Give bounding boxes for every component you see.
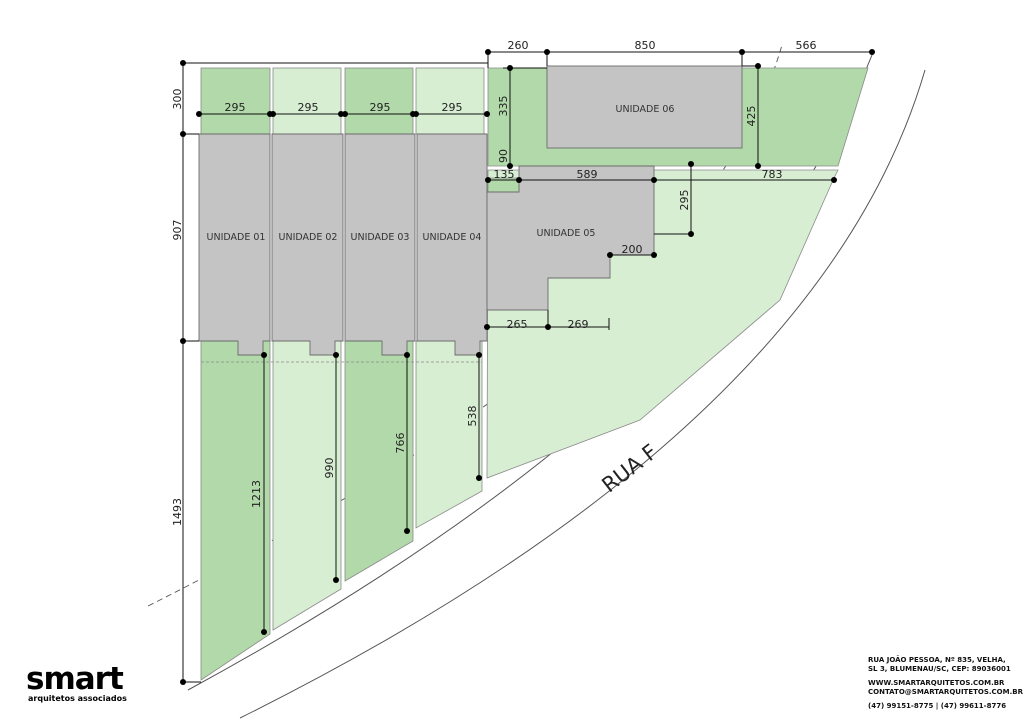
address-line-2: SL 3, BLUMENAU/SC, CEP: 89036001 xyxy=(868,665,1011,673)
dim-h-783: 783 xyxy=(762,168,783,181)
building-unit-01 xyxy=(198,133,271,356)
dim-top-566: 566 xyxy=(796,39,817,52)
dim-w4-295: 295 xyxy=(442,101,463,114)
dim-h-589: 589 xyxy=(577,168,598,181)
unit-04-label: UNIDADE 04 xyxy=(423,232,482,243)
dim-h-269: 269 xyxy=(568,318,589,331)
dim-top-260: 260 xyxy=(508,39,529,52)
lot-02-rear xyxy=(272,67,342,135)
building-unit-04 xyxy=(416,133,488,356)
lot-03-front xyxy=(344,340,414,582)
lot-01-front xyxy=(200,340,271,681)
lot-04-rear xyxy=(415,67,485,135)
street-edge-outer xyxy=(239,69,926,719)
dim-h-200: 200 xyxy=(622,243,643,256)
logo-subtitle: arquitetos associados xyxy=(28,694,127,703)
dim-lot4-538: 538 xyxy=(466,406,479,427)
dim-lot1-1213: 1213 xyxy=(250,480,263,508)
unit-05-label: UNIDADE 05 xyxy=(537,228,596,239)
address-line-1: RUA JOÃO PESSOA, Nº 835, VELHA, xyxy=(868,656,1006,664)
dim-lot3-766: 766 xyxy=(394,433,407,454)
dim-v-295: 295 xyxy=(678,190,691,211)
website-link[interactable]: WWW.SMARTARQUITETOS.COM.BR xyxy=(868,679,1005,687)
building-unit-03 xyxy=(344,133,416,356)
dim-v-335: 335 xyxy=(497,96,510,117)
email-link[interactable]: CONTATO@SMARTARQUITETOS.COM.BR xyxy=(868,688,1023,696)
dim-w1-295: 295 xyxy=(225,101,246,114)
building-unit-02 xyxy=(271,133,344,356)
dim-left-300: 300 xyxy=(171,89,184,110)
lot-04-front xyxy=(415,340,483,529)
unit-02-label: UNIDADE 02 xyxy=(279,232,338,243)
dim-w3-295: 295 xyxy=(370,101,391,114)
dim-w2-295: 295 xyxy=(298,101,319,114)
unit-06-label: UNIDADE 06 xyxy=(616,104,675,115)
dim-v-90: 90 xyxy=(497,149,510,163)
dim-h-135: 135 xyxy=(494,168,515,181)
logo-wordmark: smart xyxy=(26,661,124,697)
company-logo: smart arquitetos associados xyxy=(26,661,156,704)
unit-03-label: UNIDADE 03 xyxy=(351,232,410,243)
phone-numbers: (47) 99151-8775 | (47) 99611-8776 xyxy=(868,702,1007,710)
dim-v-425: 425 xyxy=(745,106,758,127)
dim-top-850: 850 xyxy=(635,39,656,52)
street-label: RUA F xyxy=(597,440,661,498)
dim-lot2-990: 990 xyxy=(323,458,336,479)
building-unit-06 xyxy=(546,65,743,149)
lot-03-rear xyxy=(344,67,414,135)
dim-h-265: 265 xyxy=(507,318,528,331)
dim-left-1493: 1493 xyxy=(171,498,184,526)
dim-left-907: 907 xyxy=(171,220,184,241)
unit-01-label: UNIDADE 01 xyxy=(207,232,266,243)
contact-block: RUA JOÃO PESSOA, Nº 835, VELHA, SL 3, BL… xyxy=(868,656,1023,711)
dimension-dots xyxy=(180,49,875,685)
lot-02-front xyxy=(272,340,342,631)
